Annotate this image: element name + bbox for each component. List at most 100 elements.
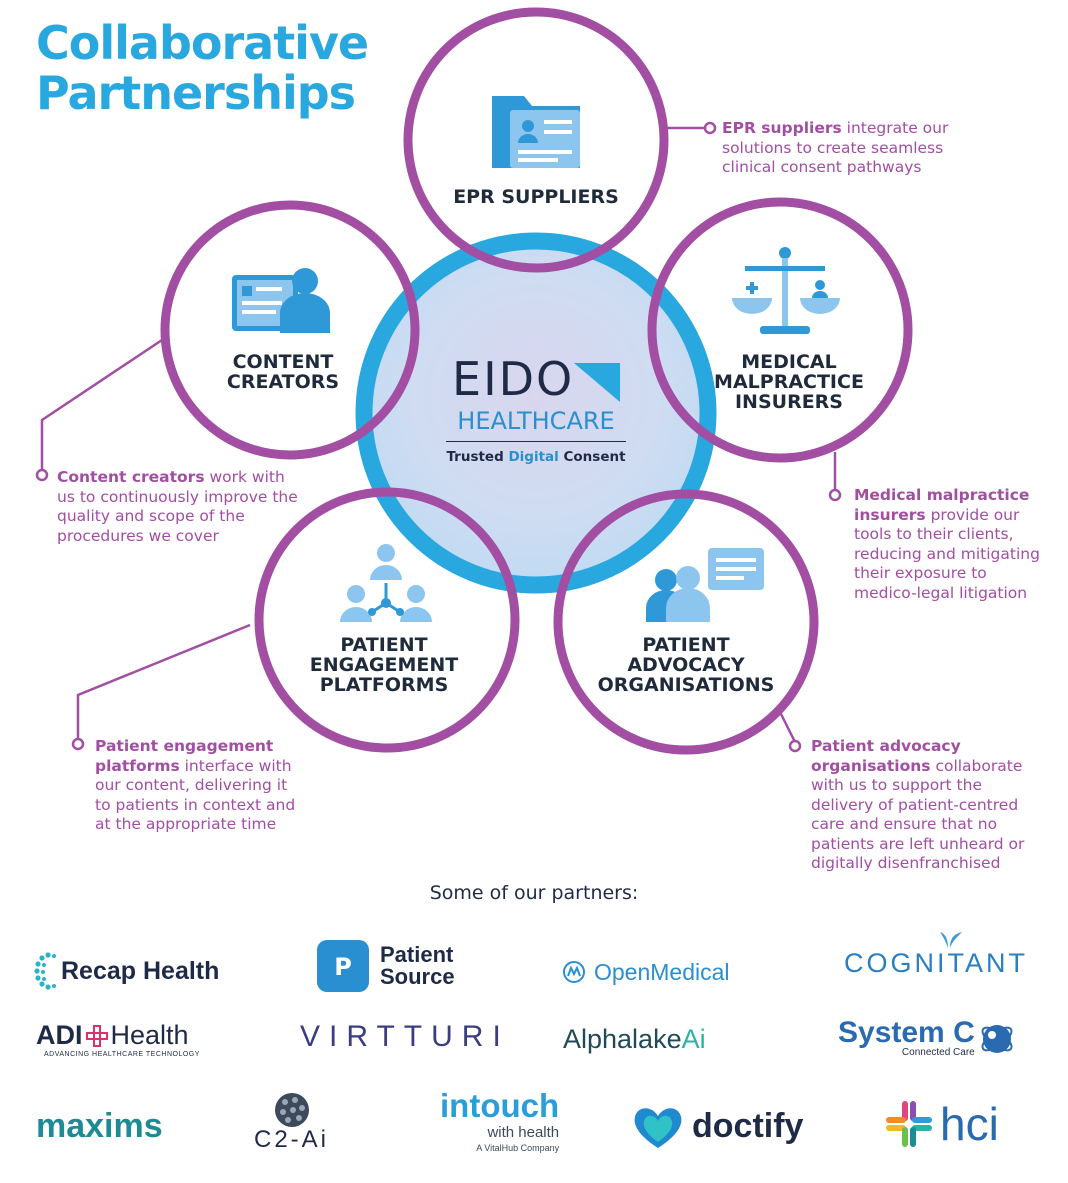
openmedical-name: OpenMedical <box>594 958 730 985</box>
connector-advocacy <box>778 711 797 743</box>
presenter-icon <box>232 268 330 333</box>
label-malpractice-line: INSURERS <box>734 391 843 413</box>
connector-engagement <box>76 623 251 740</box>
desc-engagement: Patient engagement platforms interface w… <box>95 737 305 835</box>
adi-health-name: Health <box>110 1020 189 1050</box>
tagline-start: Trusted <box>446 449 509 465</box>
label-epr-line: EPR SUPPLIERS <box>453 186 619 208</box>
desc-engagement-bold: Patient engagement platforms <box>95 737 274 775</box>
maxims-name: maxims <box>36 1106 163 1145</box>
network-people-icon <box>340 544 432 622</box>
label-advocacy-line: ORGANISATIONS <box>597 674 775 696</box>
page-title: Collaborative Partnerships <box>36 16 369 120</box>
tagline-end: Consent <box>558 449 626 465</box>
logo-virtturi: VIRTTURI <box>300 1018 510 1056</box>
logo-patient-source: P Patient Source <box>316 938 455 994</box>
label-content: CONTENT CREATORS <box>190 352 376 392</box>
label-content-line: CREATORS <box>226 371 340 393</box>
partnership-diagram <box>35 7 913 755</box>
circle-content <box>160 200 420 460</box>
system-c-tagline: Connected Care <box>901 1047 975 1058</box>
eido-tagline: Trusted Digital Consent <box>446 449 626 465</box>
label-malpractice: MEDICAL MALPRACTICE INSURERS <box>696 352 882 412</box>
logo-openmedical: OpenMedical <box>562 956 730 988</box>
label-engagement: PATIENT ENGAGEMENT PLATFORMS <box>284 635 484 695</box>
adi-tagline: ADVANCING HEALTHCARE TECHNOLOGY <box>44 1051 200 1058</box>
partners-heading: Some of our partners: <box>429 882 639 904</box>
eido-brand-sub: HEALTHCARE <box>446 407 626 442</box>
adi-health-main: ADI Health <box>36 1020 189 1051</box>
alphalake-ai: Ai <box>681 1023 706 1054</box>
cognitant-leaf-icon <box>940 932 962 948</box>
label-malpractice-line: MALPRACTICE <box>714 371 864 393</box>
circle-engagement <box>254 487 520 753</box>
label-advocacy-line: ADVOCACY <box>627 654 745 676</box>
circle-malpractice <box>647 197 913 463</box>
intouch-name: intouch <box>440 1087 560 1124</box>
desc-malpractice: Medical malpractice insurers provide our… <box>854 486 1044 603</box>
label-epr: EPR SUPPLIERS <box>436 187 636 207</box>
adi-name: ADI <box>36 1020 83 1050</box>
patient-source-line-1: Patient <box>380 942 454 967</box>
recap-health-name: Recap Health <box>61 956 220 985</box>
patient-source-p-icon: P <box>317 940 369 992</box>
desc-engagement-text: interface with our content, delivering i… <box>95 756 296 834</box>
title-line-2: Partnerships <box>36 66 356 120</box>
label-engagement-line: PLATFORMS <box>319 674 449 696</box>
circle-advocacy <box>553 489 819 755</box>
alphalake-name: Alphalake <box>563 1023 682 1054</box>
desc-epr-text: integrate our solutions to create seamle… <box>722 119 949 176</box>
eido-logo: EIDO HEALTHCARE Trusted Digital Consent <box>446 355 626 465</box>
circle-epr <box>403 7 669 273</box>
cognitant-name: COGNITANT <box>844 948 1028 978</box>
doctify-name: doctify <box>692 1106 804 1145</box>
desc-advocacy-text: collaborate with us to support the deliv… <box>811 756 1025 873</box>
intouch-sub: with health <box>487 1124 560 1141</box>
patient-source-text: Patient Source <box>380 944 455 988</box>
label-content-line: CONTENT <box>232 351 334 373</box>
system-c-text: System C Connected Care <box>838 1016 975 1059</box>
hci-cross-icon <box>886 1101 932 1147</box>
label-malpractice-line: MEDICAL <box>741 351 837 373</box>
system-c-name: System C <box>838 1016 975 1049</box>
desc-advocacy: Patient advocacy organisations collabora… <box>811 737 1026 874</box>
scales-icon <box>732 247 840 334</box>
doctify-heart-icon <box>634 1108 682 1148</box>
desc-malpractice-text: provide our tools to their clients, redu… <box>854 505 1040 602</box>
desc-content-bold: Content creators <box>57 468 205 486</box>
desc-epr: EPR suppliers integrate our solutions to… <box>722 119 952 178</box>
desc-advocacy-bold: Patient advocacy organisations <box>811 737 961 775</box>
logo-alphalake: Alphalake Ai <box>563 1020 706 1058</box>
connector-dot-advocacy <box>788 739 802 753</box>
outer-circles <box>160 7 913 755</box>
center-circle <box>355 232 717 594</box>
adi-cross-icon <box>85 1024 108 1047</box>
logo-system-c: System C Connected Care <box>838 1016 1015 1062</box>
title-line-1: Collaborative <box>36 16 369 70</box>
openmedical-circle-icon <box>563 961 585 983</box>
logo-hci: hci <box>884 1098 999 1150</box>
svg-text:P: P <box>334 953 352 981</box>
c2-ai-name: C2-Ai <box>254 1126 330 1153</box>
label-engagement-line: PATIENT <box>340 634 428 656</box>
folder-id-icon <box>492 96 580 168</box>
desc-content: Content creators work with us to continu… <box>57 468 307 546</box>
connector-dots <box>35 121 842 753</box>
label-advocacy-line: PATIENT <box>642 634 730 656</box>
c2-ai-sphere-icon <box>274 1093 309 1127</box>
connector-dot-epr <box>703 121 717 135</box>
label-advocacy: PATIENT ADVOCACY ORGANISATIONS <box>584 635 788 695</box>
connector-lines <box>40 126 837 743</box>
eido-brand: EIDO <box>452 352 575 406</box>
recap-dots-icon <box>34 952 56 990</box>
desc-epr-bold: EPR suppliers <box>722 119 842 137</box>
logo-doctify: doctify <box>630 1102 803 1150</box>
logo-recap-health: Recap Health <box>34 948 219 994</box>
hci-name: hci <box>940 1098 999 1150</box>
logo-adi-health: ADI Health ADVANCING HEALTHCARE TECHNOLO… <box>36 1020 200 1064</box>
system-c-globe-icon <box>981 1025 1013 1053</box>
logo-intouch: intouch with health A VitalHub Company <box>440 1088 559 1160</box>
eido-triangle-icon <box>574 363 620 402</box>
connector-dot-malpractice <box>828 488 842 502</box>
connector-dot-engagement <box>71 737 85 751</box>
